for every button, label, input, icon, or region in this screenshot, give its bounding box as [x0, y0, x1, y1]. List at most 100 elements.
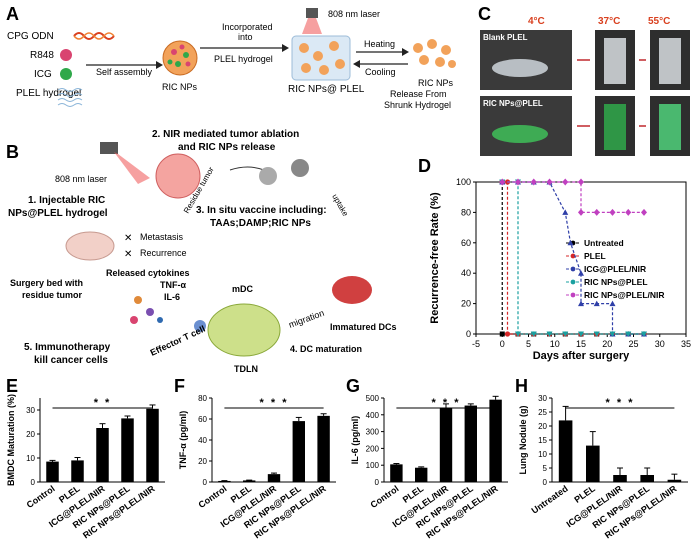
- bar: [46, 461, 59, 482]
- self-assembly-label: Self assembly: [96, 67, 153, 77]
- laser-label-a: 808 nm laser: [328, 9, 380, 19]
- row-blank-plel: Blank PLEL: [483, 33, 528, 42]
- effector-label: Effector T cell: [149, 324, 207, 358]
- significance-label: * *: [94, 397, 112, 409]
- cytokine-dots-icon: [130, 296, 163, 324]
- data-point: [641, 208, 647, 216]
- bar: [558, 420, 573, 482]
- bar: [243, 480, 256, 482]
- step4-label: 4. DC maturation: [290, 344, 362, 354]
- bar: [96, 428, 109, 482]
- temp-55c: 55°C: [648, 16, 670, 27]
- legend-marker: [570, 279, 576, 285]
- panel-label-b: B: [6, 142, 19, 162]
- mdc-label: mDC: [232, 284, 254, 294]
- x-tick-label: 10: [550, 339, 560, 349]
- x-tick-label: 25: [628, 339, 638, 349]
- bar: [267, 474, 281, 482]
- data-point: [625, 208, 632, 216]
- arrowhead-icon: [402, 48, 409, 56]
- data-point: [609, 208, 616, 216]
- bar: [439, 408, 453, 482]
- cross-icon: ✕: [124, 233, 132, 244]
- data-point: [530, 331, 537, 337]
- data-point: [578, 270, 584, 276]
- tumor-icon: [155, 153, 201, 199]
- y-tick-label: 200: [366, 444, 380, 453]
- series-line-4: [502, 181, 644, 213]
- y-tick-label: 5: [543, 464, 548, 473]
- particle-cluster-icon: [259, 167, 277, 185]
- row-ric-plel: RIC NPs@PLEL: [483, 99, 543, 108]
- legend-marker: [570, 292, 576, 298]
- y-tick-label: 0: [31, 478, 36, 487]
- data-point: [593, 300, 600, 307]
- migration-label: migration: [287, 308, 325, 330]
- input-cpg: CPG ODN: [7, 31, 54, 42]
- ric-nps-plel-label: RIC NPs@ PLEL: [288, 84, 365, 95]
- step3-label: 3. In situ vaccine including:TAAs;DAMP;R…: [196, 205, 327, 229]
- mouse-icon: [65, 231, 115, 261]
- data-point: [625, 331, 632, 337]
- x-axis-label: Days after surgery: [533, 350, 630, 362]
- x-tick-label: 20: [602, 339, 612, 349]
- data-point: [515, 178, 521, 186]
- bar: [464, 405, 477, 482]
- vial-icon: [492, 125, 548, 143]
- cooling-label: Cooling: [365, 67, 396, 77]
- data-point: [546, 331, 553, 337]
- data-point: [562, 178, 569, 186]
- data-point: [546, 178, 553, 186]
- cross-icon: ✕: [124, 249, 132, 260]
- metastasis-label: Metastasis: [140, 232, 184, 242]
- dendritic-cell-icon: [332, 276, 372, 304]
- vial-icon: [659, 104, 681, 150]
- data-point: [515, 331, 521, 337]
- y-tick-label: 20: [461, 299, 471, 309]
- x-tick-label: 30: [655, 339, 665, 349]
- bar: [146, 408, 159, 482]
- y-tick-label: 60: [461, 238, 471, 248]
- uptake-label: uptake: [330, 193, 350, 219]
- y-tick-label: 30: [26, 406, 35, 415]
- input-icg: ICG: [34, 69, 52, 80]
- legend-label: Untreated: [584, 238, 624, 248]
- significance-label: * * *: [260, 397, 289, 409]
- bar: [586, 445, 600, 482]
- double-arrows: [577, 59, 646, 127]
- y-tick-label: 30: [538, 394, 547, 403]
- panel-label-f: F: [174, 376, 185, 396]
- tnf-label: TNF-α: [160, 280, 186, 290]
- legend-label: RIC NPs@PLEL/NIR: [584, 290, 665, 300]
- y-axis-label: TNF-α (pg/ml): [178, 411, 188, 470]
- panel-label-d: D: [418, 156, 431, 176]
- data-point: [562, 209, 569, 215]
- bar: [390, 464, 403, 482]
- bar: [415, 467, 428, 482]
- laser-icon-b: [100, 142, 118, 154]
- heating-label: Heating: [364, 39, 395, 49]
- t-cell-icon: [194, 320, 206, 332]
- data-point: [609, 300, 616, 307]
- y-axis-label: IL-6 (pg/ml): [350, 416, 360, 465]
- y-axis-label: Lung Nodule (g): [518, 406, 528, 475]
- temp-4c: 4°C: [528, 16, 545, 27]
- legend-marker: [570, 253, 576, 259]
- x-tick-label: -5: [472, 339, 480, 349]
- particle-cluster-icon: [291, 159, 309, 177]
- y-tick-label: 40: [198, 436, 207, 445]
- data-point: [578, 300, 584, 307]
- icg-dot-icon: [60, 68, 72, 80]
- y-axis-label: BMDC Maturation (%): [6, 394, 16, 486]
- x-tick-label: 5: [526, 339, 531, 349]
- panel-label-a: A: [6, 4, 19, 24]
- data-point: [499, 178, 506, 186]
- x-tick-label: 35: [681, 339, 691, 349]
- y-tick-label: 25: [538, 408, 547, 417]
